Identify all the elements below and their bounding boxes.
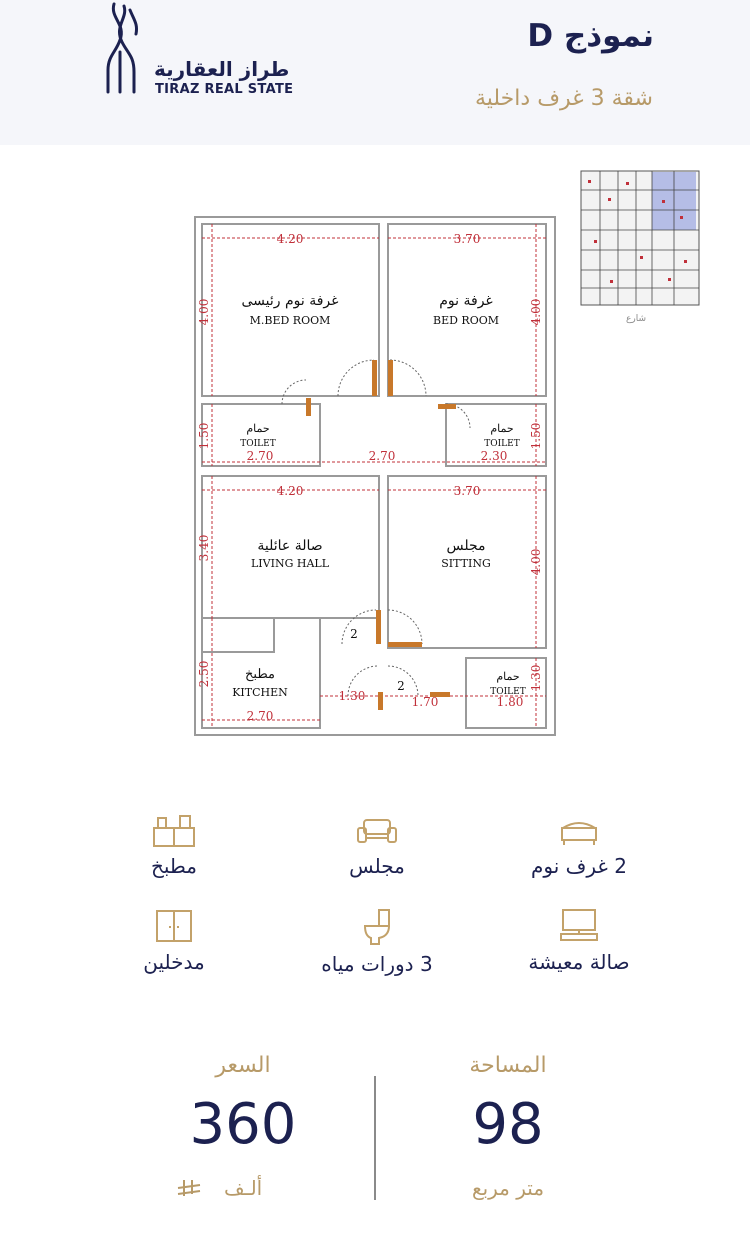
- key-plan: [580, 170, 700, 306]
- feature-entrances: مدخلين: [74, 908, 274, 974]
- header-band: [0, 0, 750, 145]
- room-label-en: TOILET: [240, 439, 276, 449]
- door-icon: [156, 910, 192, 942]
- area-unit: متر مربع: [471, 1176, 545, 1200]
- dim-toilet-left-h: 1.50: [197, 423, 211, 450]
- feature-kitchen: مطبخ: [74, 814, 274, 878]
- feature-label: 3 دورات مياه: [321, 952, 433, 976]
- riyal-icon: [177, 1180, 201, 1196]
- dim-kitchen-w: 2.70: [247, 709, 274, 723]
- dim-sitting-w: 3.70: [454, 484, 481, 498]
- kitchen-icon: [153, 815, 195, 847]
- dim-living-w: 4.20: [277, 484, 304, 498]
- dim-sitting-h: 4.00: [529, 549, 543, 576]
- logo-mark-icon: [106, 2, 138, 94]
- room-label-ar: صالة عائلية: [257, 538, 322, 554]
- dim-kitchen-h: 2.50: [197, 661, 211, 688]
- street-label: شارع: [626, 314, 646, 324]
- room-label-ar: حمام: [496, 670, 519, 683]
- room-label-ar: غرفة نوم: [439, 293, 493, 309]
- room-label-en: TOILET: [490, 687, 526, 697]
- dim-corridor-w: 2.70: [369, 449, 396, 463]
- door-number: 2: [397, 679, 405, 693]
- room-label-en: M.BED ROOM: [250, 314, 331, 327]
- dim-toilet3-w: 1.80: [497, 695, 524, 709]
- price-value: 360: [189, 1092, 297, 1157]
- room-label-ar: غرفة نوم رئيسى: [242, 293, 339, 309]
- dim-toilet-right-w: 2.30: [481, 449, 508, 463]
- feature-living: صالة معيشة: [479, 908, 679, 974]
- price-label: السعر: [215, 1053, 271, 1078]
- model-subtitle: شقة 3 غرف داخلية: [474, 86, 653, 111]
- area-value: 98: [472, 1092, 544, 1157]
- feature-bedrooms: 2 غرف نوم: [479, 814, 679, 878]
- bed-icon: [561, 822, 597, 845]
- feature-label: مطبخ: [150, 854, 198, 878]
- room-label-ar: مجلس: [446, 538, 485, 554]
- dim-right-h: 4.00: [529, 299, 543, 326]
- dim-toilet3-h: 1.30: [529, 665, 543, 692]
- feature-label: صالة معيشة: [528, 950, 630, 974]
- area-label: المساحة: [469, 1053, 547, 1078]
- room-label-en: LIVING HALL: [251, 557, 330, 570]
- dim-toilet-right-h: 1.50: [529, 423, 543, 450]
- room-label-ar: حمام: [246, 422, 269, 435]
- room-label-ar: مطبخ: [245, 667, 275, 682]
- feature-label: مجلس: [349, 854, 405, 878]
- feature-label: مدخلين: [143, 950, 205, 974]
- tv-icon: [560, 909, 598, 941]
- room-label-en: SITTING: [441, 557, 491, 570]
- room-label-en: BED ROOM: [433, 314, 499, 327]
- price-unit: ألـف: [224, 1176, 263, 1200]
- brand-name-ar: طراز العقارية: [154, 57, 290, 81]
- room-label-en: TOILET: [484, 439, 520, 449]
- room-label-en: KITCHEN: [232, 686, 288, 699]
- brand-name-en: TIRAZ REAL STATE: [155, 82, 294, 97]
- door-number: 2: [350, 627, 358, 641]
- feature-toilets: 3 دورات مياه: [277, 908, 477, 976]
- feature-sitting: مجلس: [277, 814, 477, 878]
- floor-plan: 4.20 3.70 4.00 4.00 1.50 1.50 2.70 2.70 …: [194, 216, 556, 736]
- dim-left-h: 4.00: [197, 299, 211, 326]
- dim-top-left: 4.20: [277, 232, 304, 246]
- feature-label: 2 غرف نوم: [531, 854, 627, 878]
- dim-entry1-w: 1.30: [339, 689, 366, 703]
- sofa-icon: [357, 819, 397, 843]
- dim-entry2-w: 1.70: [412, 695, 439, 709]
- toilet-icon: [363, 909, 391, 945]
- model-title: نموذج D: [527, 18, 654, 54]
- stats-divider: [374, 1076, 376, 1200]
- dim-toilet-left-w: 2.70: [247, 449, 274, 463]
- room-label-ar: حمام: [490, 422, 513, 435]
- price-unit-row: ألـف: [168, 1176, 318, 1202]
- dim-living-h: 3.40: [197, 535, 211, 562]
- dim-top-right: 3.70: [454, 232, 481, 246]
